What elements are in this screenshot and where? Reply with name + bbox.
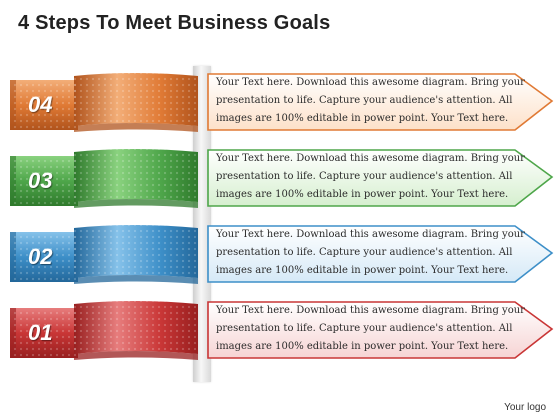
step-ribbon-texture: [74, 149, 198, 202]
step-03-number: 03: [28, 168, 53, 193]
logo-text: Your logo: [504, 402, 546, 413]
step-ribbon-texture: [74, 73, 198, 126]
step-ribbon-fold: [74, 275, 198, 284]
step-ribbon-fold: [74, 123, 198, 132]
step-01-text: Your Text here. Download this awesome di…: [216, 305, 525, 352]
step-04-text: Your Text here. Download this awesome di…: [216, 77, 525, 124]
step-tab-texture: [10, 232, 78, 282]
step-04-number: 04: [28, 92, 53, 117]
step-tab-texture: [10, 308, 78, 358]
step-03-graphic: [10, 149, 554, 208]
page-title: 4 Steps To Meet Business Goals: [18, 12, 331, 34]
step-ribbon-fold: [74, 351, 198, 360]
step-03: 03 Your Text here. Download this awesome…: [0, 146, 560, 214]
step-ribbon-fold: [74, 199, 198, 208]
step-01-graphic: [10, 301, 554, 360]
step-ribbon-texture: [74, 225, 198, 278]
step-01: 01 Your Text here. Download this awesome…: [0, 298, 560, 366]
step-ribbon-texture: [74, 301, 198, 354]
step-arrow-panel: [207, 225, 554, 283]
step-02-graphic: [10, 225, 554, 284]
step-02: 02 Your Text here. Download this awesome…: [0, 222, 560, 290]
step-02-number: 02: [28, 244, 53, 269]
step-arrow-panel: [207, 73, 554, 131]
step-02-text: Your Text here. Download this awesome di…: [216, 229, 525, 276]
center-pole: [193, 66, 211, 382]
step-tab-texture: [10, 156, 78, 206]
step-arrow-panel: [207, 149, 554, 207]
step-03-text: Your Text here. Download this awesome di…: [216, 153, 525, 200]
step-tab-texture: [10, 80, 78, 130]
step-01-number: 01: [28, 320, 53, 345]
step-arrow-panel: [207, 301, 554, 359]
step-04-graphic: [10, 73, 554, 132]
step-04: 04 Your Text here. Download this awesome…: [0, 70, 560, 138]
